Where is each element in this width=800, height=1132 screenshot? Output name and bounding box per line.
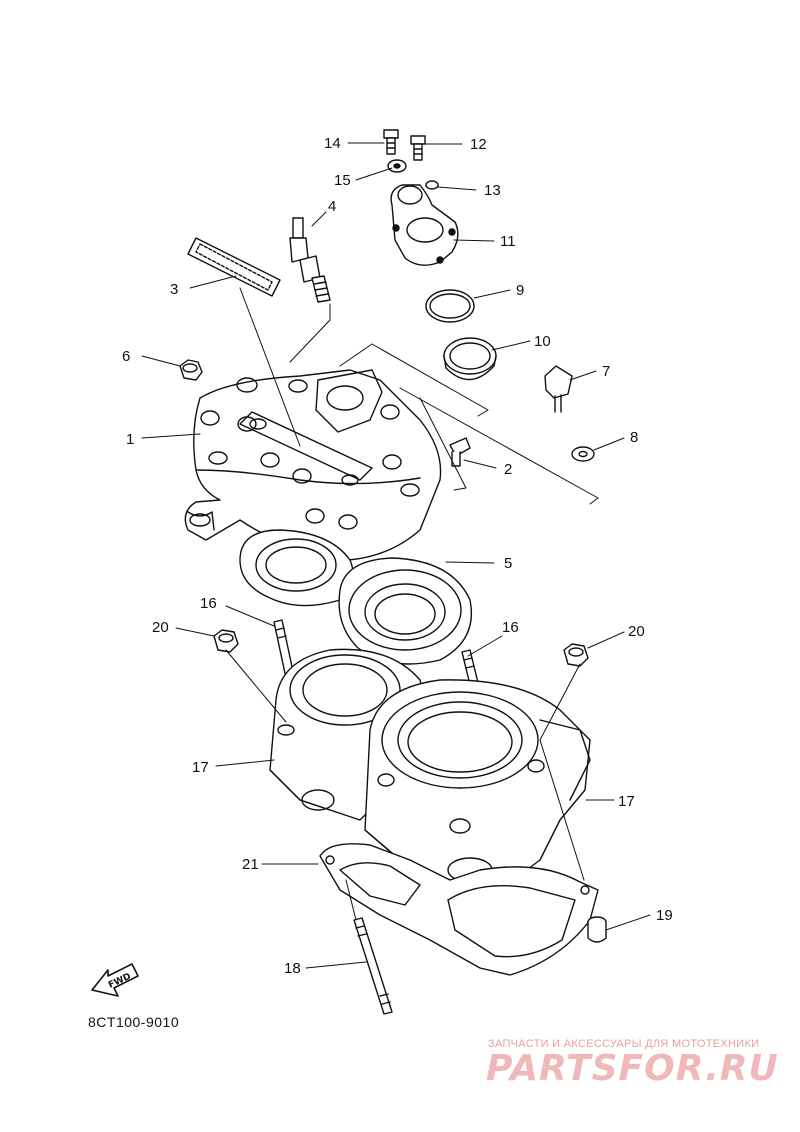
oring-13 [425,180,439,190]
callout-18: 18 [284,960,301,977]
callout-14: 14 [324,135,341,152]
nut-20-right [563,643,589,667]
callout-20-left: 20 [152,619,169,636]
head-gasket-5b [338,557,472,665]
bolt-12 [410,135,426,161]
callout-13: 13 [484,182,501,199]
callout-8: 8 [630,429,638,446]
callout-15: 15 [334,172,351,189]
callout-17-right: 17 [618,793,635,810]
bolt-14 [383,129,399,155]
callout-4: 4 [328,198,336,215]
callout-labels: 1 2 3 4 5 6 7 8 9 10 11 12 13 14 15 16 1… [122,135,673,977]
oring-9 [425,289,475,323]
callout-16-right: 16 [502,619,519,636]
callout-20-right: 20 [628,623,645,640]
cylinder-17-right [364,679,591,891]
thermostat-cover-11 [390,184,459,266]
callout-12: 12 [470,136,487,153]
base-gasket-21 [319,843,599,976]
head-gasket-5a [239,529,354,607]
callout-11: 11 [500,233,516,250]
dowel-19 [587,916,607,943]
leader-lines [141,142,651,969]
callout-3: 3 [170,281,178,298]
callout-19: 19 [656,907,673,924]
callout-16-left: 16 [200,595,217,612]
callout-17-left: 17 [192,759,209,776]
callout-6: 6 [122,348,130,365]
washer-8 [571,446,595,462]
temperature-sensor-7 [544,365,573,413]
nut-20-left [213,629,239,653]
cylinder-head-1 [184,369,442,562]
assembly-lines [225,287,599,921]
callout-1: 1 [126,431,134,448]
callout-2: 2 [504,461,512,478]
callout-10: 10 [534,333,551,350]
decal-3 [187,237,281,297]
nut-6 [179,359,203,381]
watermark-brand: PARTSFOR.RU [486,1048,779,1089]
thermostat-10 [443,337,497,381]
spark-plug-4 [289,217,331,303]
fwd-arrow-icon: FWD [91,963,139,997]
callout-21: 21 [242,856,259,873]
callout-9: 9 [516,282,524,299]
diagram-code: 8CT100-9010 [88,1014,180,1030]
watermark-tagline: ЗАПЧАСТИ И АКСЕССУАРЫ ДЛЯ МОТОТЕХНИКИ [488,1038,760,1050]
stud-18 [353,917,393,1015]
fitting-2 [449,437,471,467]
callout-7: 7 [602,363,610,380]
washer-15 [387,159,407,173]
callout-5: 5 [504,555,512,572]
